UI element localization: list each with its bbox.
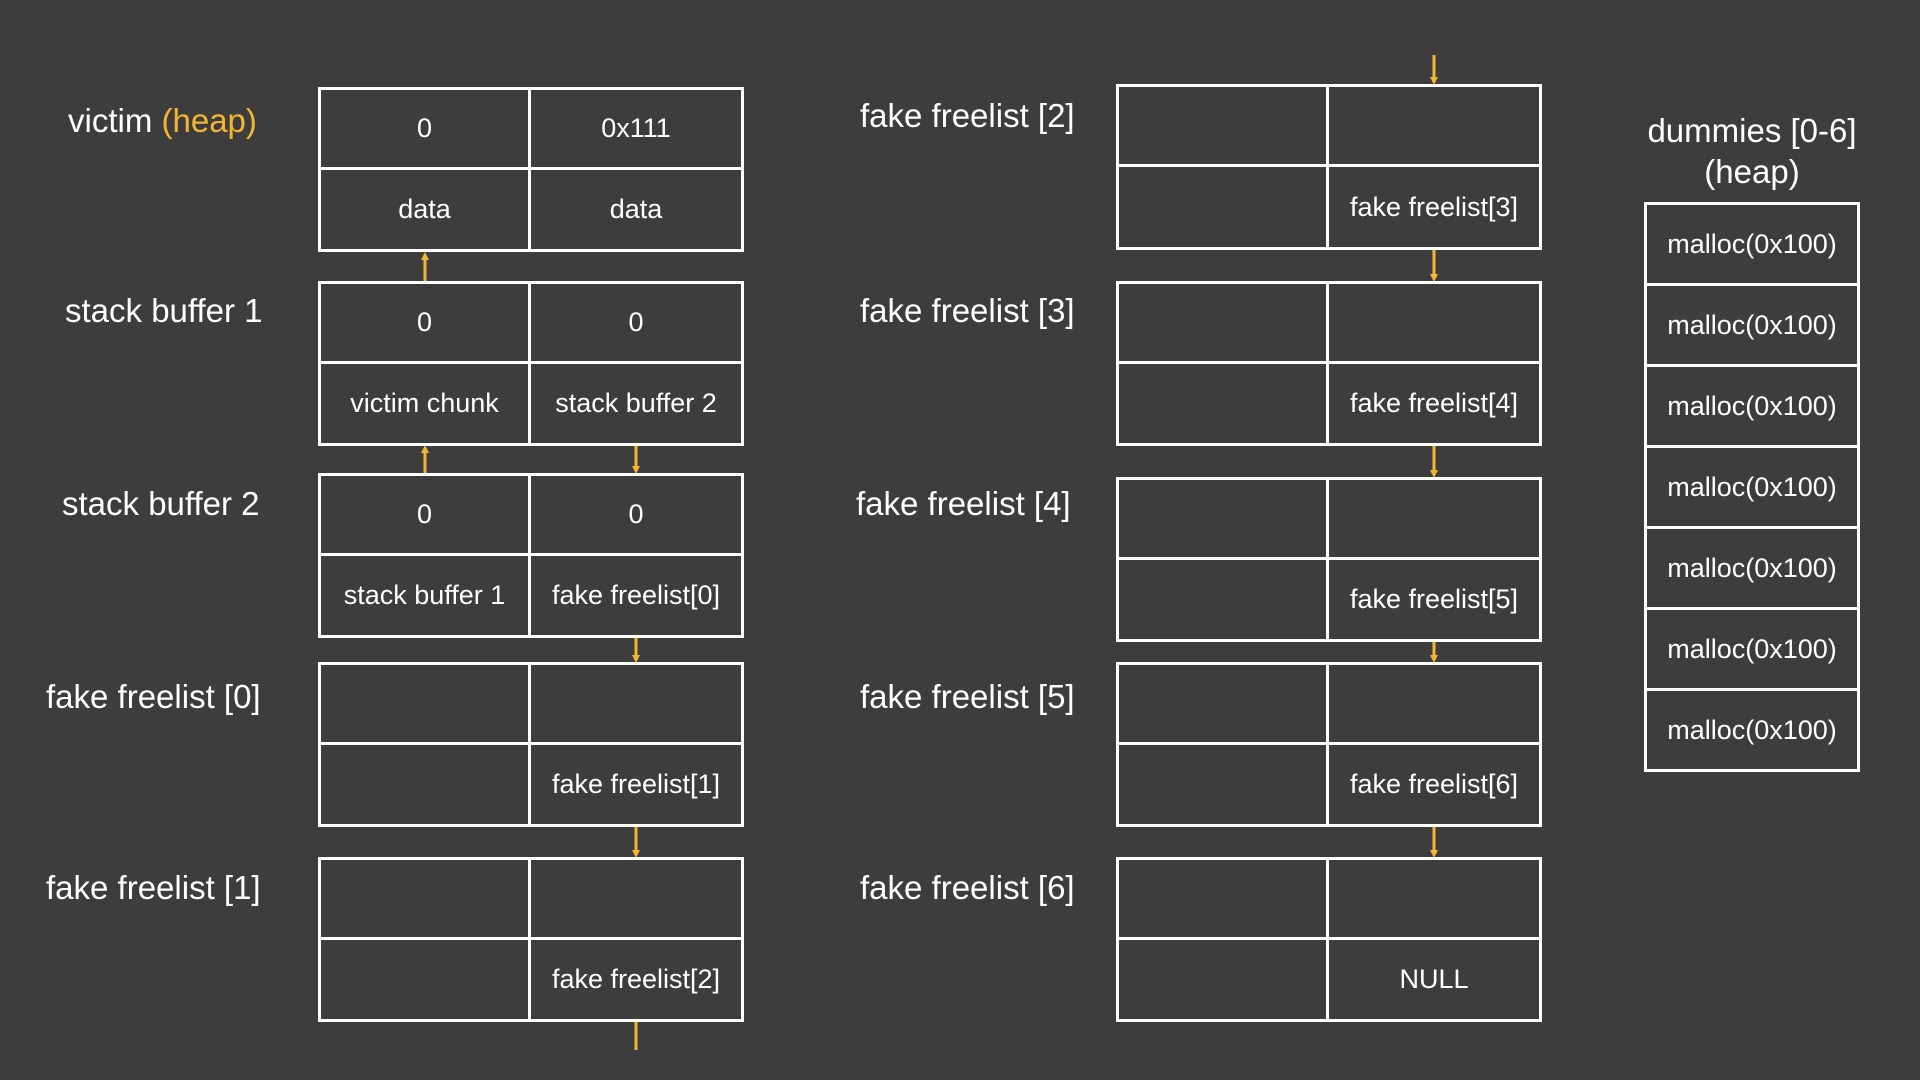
label-fake-freelist-2: fake freelist [2]: [860, 97, 1075, 134]
chunk-fake-freelist-2: fake freelist[3]: [1116, 84, 1542, 250]
cell: [1119, 939, 1329, 1019]
cell: [1119, 744, 1329, 824]
dummies-title: dummies [0-6] (heap): [1644, 110, 1860, 192]
cell: [1329, 860, 1539, 940]
label-fake-freelist-6: fake freelist [6]: [860, 869, 1075, 906]
chunk-victim: 0 0x111 data data: [318, 87, 744, 252]
cell: [1119, 167, 1329, 247]
cell: fake freelist[1]: [551, 768, 721, 799]
cell: data: [609, 193, 663, 224]
cell: 0: [531, 476, 741, 556]
dummy-chunk: malloc(0x100): [1667, 714, 1837, 745]
cell: 0: [321, 476, 531, 556]
cell: fake freelist[5]: [1349, 583, 1519, 614]
cell: [1329, 284, 1539, 364]
cell: [1329, 665, 1539, 745]
cell: fake freelist[0]: [551, 579, 721, 610]
cell: stack buffer 1: [321, 555, 531, 635]
cell: stack buffer 2: [555, 387, 717, 418]
label-stack-buffer-2: stack buffer 2: [62, 485, 260, 522]
cell: fake freelist[2]: [551, 963, 721, 994]
cell: fake freelist[6]: [1349, 768, 1519, 799]
cell: data: [321, 169, 531, 249]
cell: [531, 665, 741, 745]
dummy-chunk: malloc(0x100): [1647, 610, 1857, 691]
cell: 0x111: [531, 90, 741, 170]
chunk-fake-freelist-5: fake freelist[6]: [1116, 662, 1542, 827]
dummy-chunk: malloc(0x100): [1647, 205, 1857, 286]
cell: [321, 860, 531, 940]
dummies-title-line1: dummies [0-6]: [1647, 112, 1857, 149]
cell: [1329, 480, 1539, 560]
cell: [1119, 284, 1329, 364]
cell: [321, 665, 531, 745]
cell: fake freelist[3]: [1349, 191, 1519, 222]
label-fake-freelist-4: fake freelist [4]: [856, 485, 1071, 522]
cell: NULL: [1399, 963, 1469, 994]
label-stack-buffer-1: stack buffer 1: [65, 292, 263, 329]
chunk-fake-freelist-4: fake freelist[5]: [1116, 477, 1542, 642]
label-victim: victim (heap): [68, 102, 257, 140]
label-fake-freelist-5: fake freelist [5]: [860, 678, 1075, 715]
cell: [321, 939, 531, 1019]
cell: [1119, 87, 1329, 167]
chunk-fake-freelist-1: fake freelist[2]: [318, 857, 744, 1022]
dummy-chunk: malloc(0x100): [1647, 448, 1857, 529]
cell: victim chunk: [321, 363, 531, 443]
cell: [1329, 87, 1539, 167]
cell: [1119, 559, 1329, 639]
chunk-fake-freelist-3: fake freelist[4]: [1116, 281, 1542, 446]
cell: [321, 744, 531, 824]
dummy-chunk: malloc(0x100): [1647, 367, 1857, 448]
dummies-title-line2: (heap): [1704, 153, 1800, 190]
label-victim-accent: (heap): [161, 102, 257, 139]
cell: [1119, 480, 1329, 560]
label-fake-freelist-3: fake freelist [3]: [860, 292, 1075, 329]
chunk-fake-freelist-0: fake freelist[1]: [318, 662, 744, 827]
cell: 0: [321, 284, 531, 364]
label-fake-freelist-0: fake freelist [0]: [46, 678, 261, 715]
dummies-stack: malloc(0x100) malloc(0x100) malloc(0x100…: [1644, 202, 1860, 772]
chunk-stack-buffer-2: 0 0 stack buffer 1 fake freelist[0]: [318, 473, 744, 638]
label-victim-text: victim: [68, 102, 162, 139]
cell: [1119, 363, 1329, 443]
label-fake-freelist-1: fake freelist [1]: [46, 869, 261, 906]
cell: [1119, 860, 1329, 940]
cell: [1119, 665, 1329, 745]
dummy-chunk: malloc(0x100): [1647, 286, 1857, 367]
chunk-fake-freelist-6: NULL: [1116, 857, 1542, 1022]
dummy-chunk: malloc(0x100): [1647, 529, 1857, 610]
cell: [531, 860, 741, 940]
chunk-stack-buffer-1: 0 0 victim chunk stack buffer 2: [318, 281, 744, 446]
cell: 0: [531, 284, 741, 364]
cell: 0: [321, 90, 531, 170]
cell: fake freelist[4]: [1349, 387, 1519, 418]
